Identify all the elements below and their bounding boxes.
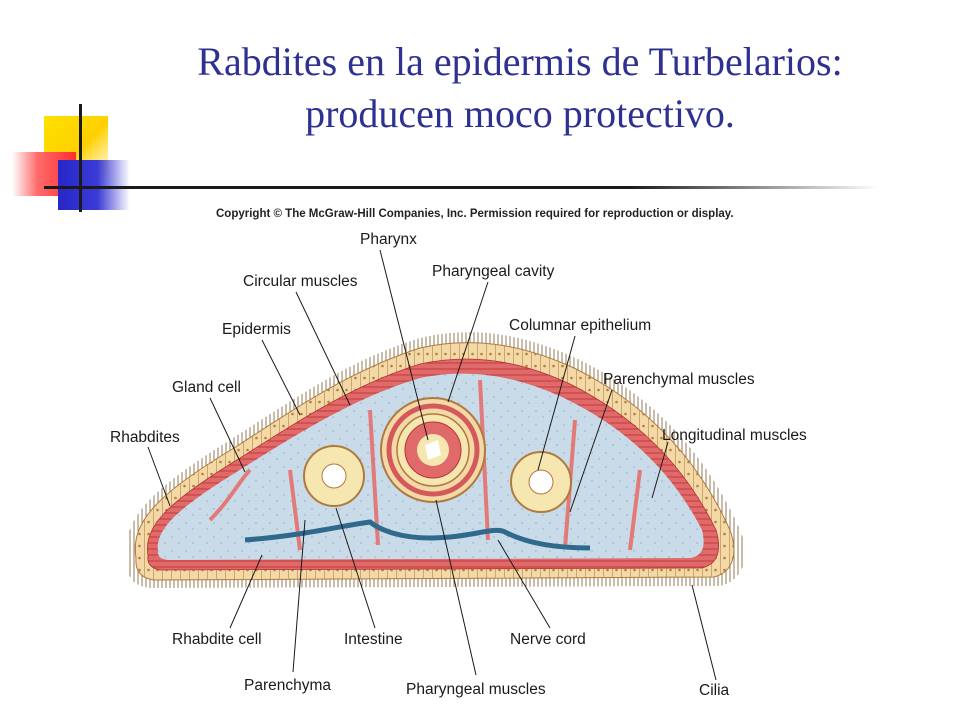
- label-pharyngeal-cavity: Pharyngeal cavity: [432, 263, 555, 280]
- label-longitudinal-muscles: Longitudinal muscles: [662, 427, 807, 444]
- diagram-labels: Pharynx Pharyngeal cavity Circular muscl…: [110, 231, 807, 699]
- intestine-right: [510, 451, 572, 513]
- label-parenchymal-muscles: Parenchymal muscles: [603, 371, 755, 388]
- label-intestine: Intestine: [344, 631, 403, 648]
- nerve-cord: [244, 519, 591, 551]
- title-line-1: Rabdites en la epidermis de Turbelarios:: [197, 39, 843, 84]
- title-line-2: producen moco protectivo.: [305, 91, 735, 136]
- label-epidermis: Epidermis: [222, 321, 291, 338]
- label-pharyngeal-muscles: Pharyngeal muscles: [406, 681, 546, 698]
- decor-vertical-line: [79, 104, 82, 212]
- parenchymal-muscle-strands: [208, 379, 642, 551]
- title-underline: [44, 186, 880, 189]
- label-gland-cell: Gland cell: [172, 379, 241, 396]
- label-columnar-epithelium: Columnar epithelium: [509, 317, 651, 334]
- label-rhabdites: Rhabdites: [110, 429, 180, 446]
- label-cilia: Cilia: [699, 682, 730, 699]
- label-circular-muscles: Circular muscles: [243, 273, 358, 290]
- slide-title: Rabdites en la epidermis de Turbelarios:…: [110, 36, 930, 140]
- decor-blue-square: [58, 160, 130, 210]
- leader-lines: [147, 249, 717, 681]
- label-pharynx: Pharynx: [360, 231, 417, 248]
- label-rhabdite-cell: Rhabdite cell: [172, 631, 262, 648]
- intestine-left: [303, 445, 365, 507]
- label-parenchyma: Parenchyma: [244, 677, 331, 694]
- pharynx: [380, 397, 486, 503]
- label-nerve-cord: Nerve cord: [510, 631, 586, 648]
- copyright-notice: Copyright © The McGraw-Hill Companies, I…: [216, 208, 734, 220]
